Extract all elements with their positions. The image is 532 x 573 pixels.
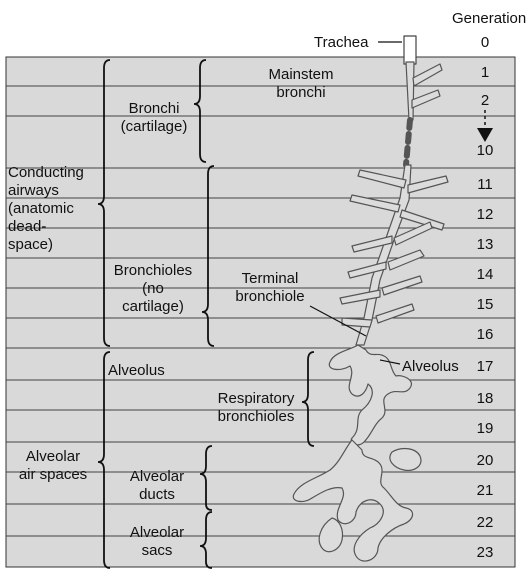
generation-number: 0 [455, 34, 515, 51]
generation-number: 2 [455, 92, 515, 109]
conducting-airways-label: Conducting airways (anatomic dead- space… [8, 164, 84, 254]
generation-number: 12 [455, 206, 515, 223]
alveolar-sacs-label: Alveolar sacs [112, 524, 202, 560]
generation-number: 14 [455, 266, 515, 283]
mainstem-bronchi-label: Mainstem bronchi [256, 66, 346, 102]
generation-number: 21 [455, 482, 515, 499]
alveolar-ducts-label: Alveolar ducts [112, 468, 202, 504]
generation-number: 23 [455, 544, 515, 561]
trachea-shape [404, 36, 416, 64]
alveolus-pointer-label: Alveolus [402, 358, 459, 376]
bronchioles-label: Bronchioles (no cartilage) [104, 262, 202, 316]
generation-table-band [6, 57, 515, 567]
generation-number: 1 [455, 64, 515, 81]
generation-number: 15 [455, 296, 515, 313]
trachea-label: Trachea [314, 34, 368, 52]
generation-number: 20 [455, 452, 515, 469]
bronchi-label: Bronchi (cartilage) [112, 100, 196, 136]
generation-number: 13 [455, 236, 515, 253]
alveolus-segment-label: Alveolus [108, 362, 165, 380]
generation-number: 10 [455, 142, 515, 159]
generation-number: 18 [455, 390, 515, 407]
terminal-bronchiole-label: Terminal bronchiole [224, 270, 316, 306]
generation-number: 11 [455, 176, 515, 193]
generation-column-header: Generation [452, 10, 526, 28]
generation-number: 22 [455, 514, 515, 531]
respiratory-bronchioles-label: Respiratory bronchioles [208, 390, 304, 426]
alveolar-air-spaces-label: Alveolar air spaces [6, 448, 100, 484]
generation-number: 19 [455, 420, 515, 437]
generation-number: 16 [455, 326, 515, 343]
generation-number: 17 [455, 358, 515, 375]
